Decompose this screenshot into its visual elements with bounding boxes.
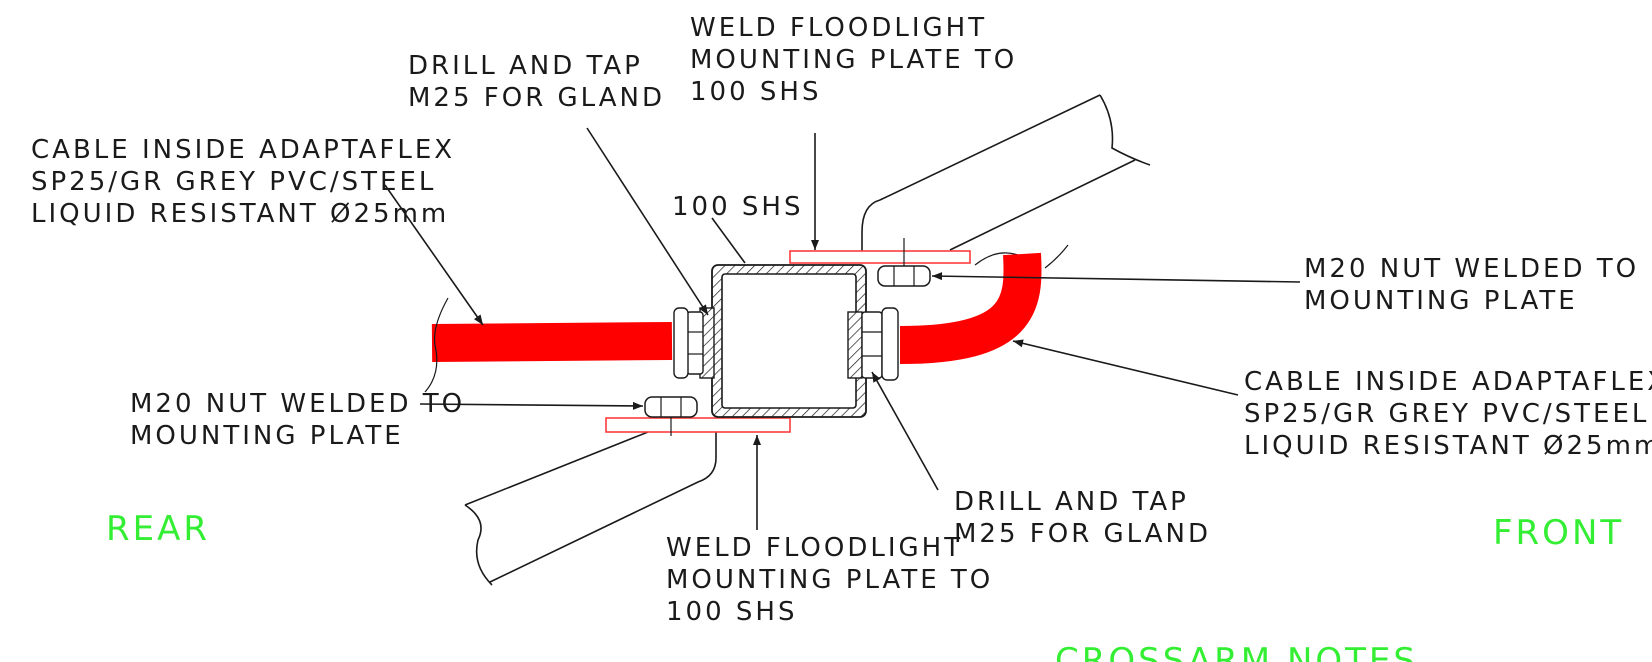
left-cable-break (424, 297, 449, 393)
label-crossarm-notes: CROSSARM NOTES (1055, 641, 1418, 662)
svg-text:LIQUID RESISTANT Ø25mm: LIQUID RESISTANT Ø25mm (31, 199, 449, 229)
svg-text:LIQUID RESISTANT Ø25mm: LIQUID RESISTANT Ø25mm (1244, 431, 1652, 461)
lower-floodlight-bracket (464, 431, 717, 586)
label-front: FRONT (1493, 513, 1624, 553)
upper-floodlight-bracket (861, 94, 1151, 269)
shs-section (711, 264, 867, 418)
svg-text:DRILL AND TAP: DRILL AND TAP (954, 487, 1189, 517)
leader-lines (384, 127, 1301, 530)
top-m20-nut (877, 238, 931, 287)
svg-text:M25 FOR GLAND: M25 FOR GLAND (408, 83, 665, 113)
label-weld-bottom: WELD FLOODLIGHT MOUNTING PLATE TO 100 SH… (666, 533, 993, 627)
svg-text:MOUNTING PLATE TO: MOUNTING PLATE TO (690, 45, 1017, 75)
right-gland (847, 307, 899, 381)
label-cable-left: CABLE INSIDE ADAPTAFLEX SP25/GR GREY PVC… (31, 135, 455, 229)
svg-text:CABLE INSIDE ADAPTAFLEX: CABLE INSIDE ADAPTAFLEX (1244, 367, 1652, 397)
left-cable (431, 322, 673, 362)
svg-text:SP25/GR GREY PVC/STEEL: SP25/GR GREY PVC/STEEL (1244, 399, 1649, 429)
svg-text:MOUNTING PLATE: MOUNTING PLATE (1304, 286, 1578, 316)
svg-text:M25 FOR GLAND: M25 FOR GLAND (954, 519, 1211, 549)
svg-text:CABLE INSIDE ADAPTAFLEX: CABLE INSIDE ADAPTAFLEX (31, 135, 455, 165)
label-cable-right: CABLE INSIDE ADAPTAFLEX SP25/GR GREY PVC… (1244, 367, 1652, 461)
label-drill-bottom: DRILL AND TAP M25 FOR GLAND (954, 487, 1211, 549)
svg-text:M20 NUT WELDED TO: M20 NUT WELDED TO (130, 389, 465, 419)
svg-text:100 SHS: 100 SHS (666, 597, 797, 627)
label-nut-right: M20 NUT WELDED TO MOUNTING PLATE (1304, 254, 1639, 316)
label-100-shs: 100 SHS (672, 192, 803, 222)
svg-text:SP25/GR GREY PVC/STEEL: SP25/GR GREY PVC/STEEL (31, 167, 436, 197)
label-drill-top: DRILL AND TAP M25 FOR GLAND (408, 51, 665, 113)
label-weld-top: WELD FLOODLIGHT MOUNTING PLATE TO 100 SH… (690, 13, 1017, 107)
svg-text:WELD FLOODLIGHT: WELD FLOODLIGHT (666, 533, 963, 563)
label-nut-left: M20 NUT WELDED TO MOUNTING PLATE (130, 389, 465, 451)
right-cable (899, 252, 1042, 364)
label-rear: REAR (106, 509, 210, 549)
svg-text:MOUNTING PLATE TO: MOUNTING PLATE TO (666, 565, 993, 595)
svg-text:DRILL AND TAP: DRILL AND TAP (408, 51, 643, 81)
svg-text:100 SHS: 100 SHS (690, 77, 821, 107)
left-gland (673, 307, 715, 379)
svg-text:WELD FLOODLIGHT: WELD FLOODLIGHT (690, 13, 987, 43)
bottom-m20-nut (644, 396, 698, 436)
svg-text:MOUNTING PLATE: MOUNTING PLATE (130, 421, 404, 451)
svg-text:M20 NUT WELDED TO: M20 NUT WELDED TO (1304, 254, 1639, 284)
bottom-mounting-plate (605, 417, 791, 433)
top-mounting-plate (789, 250, 971, 264)
